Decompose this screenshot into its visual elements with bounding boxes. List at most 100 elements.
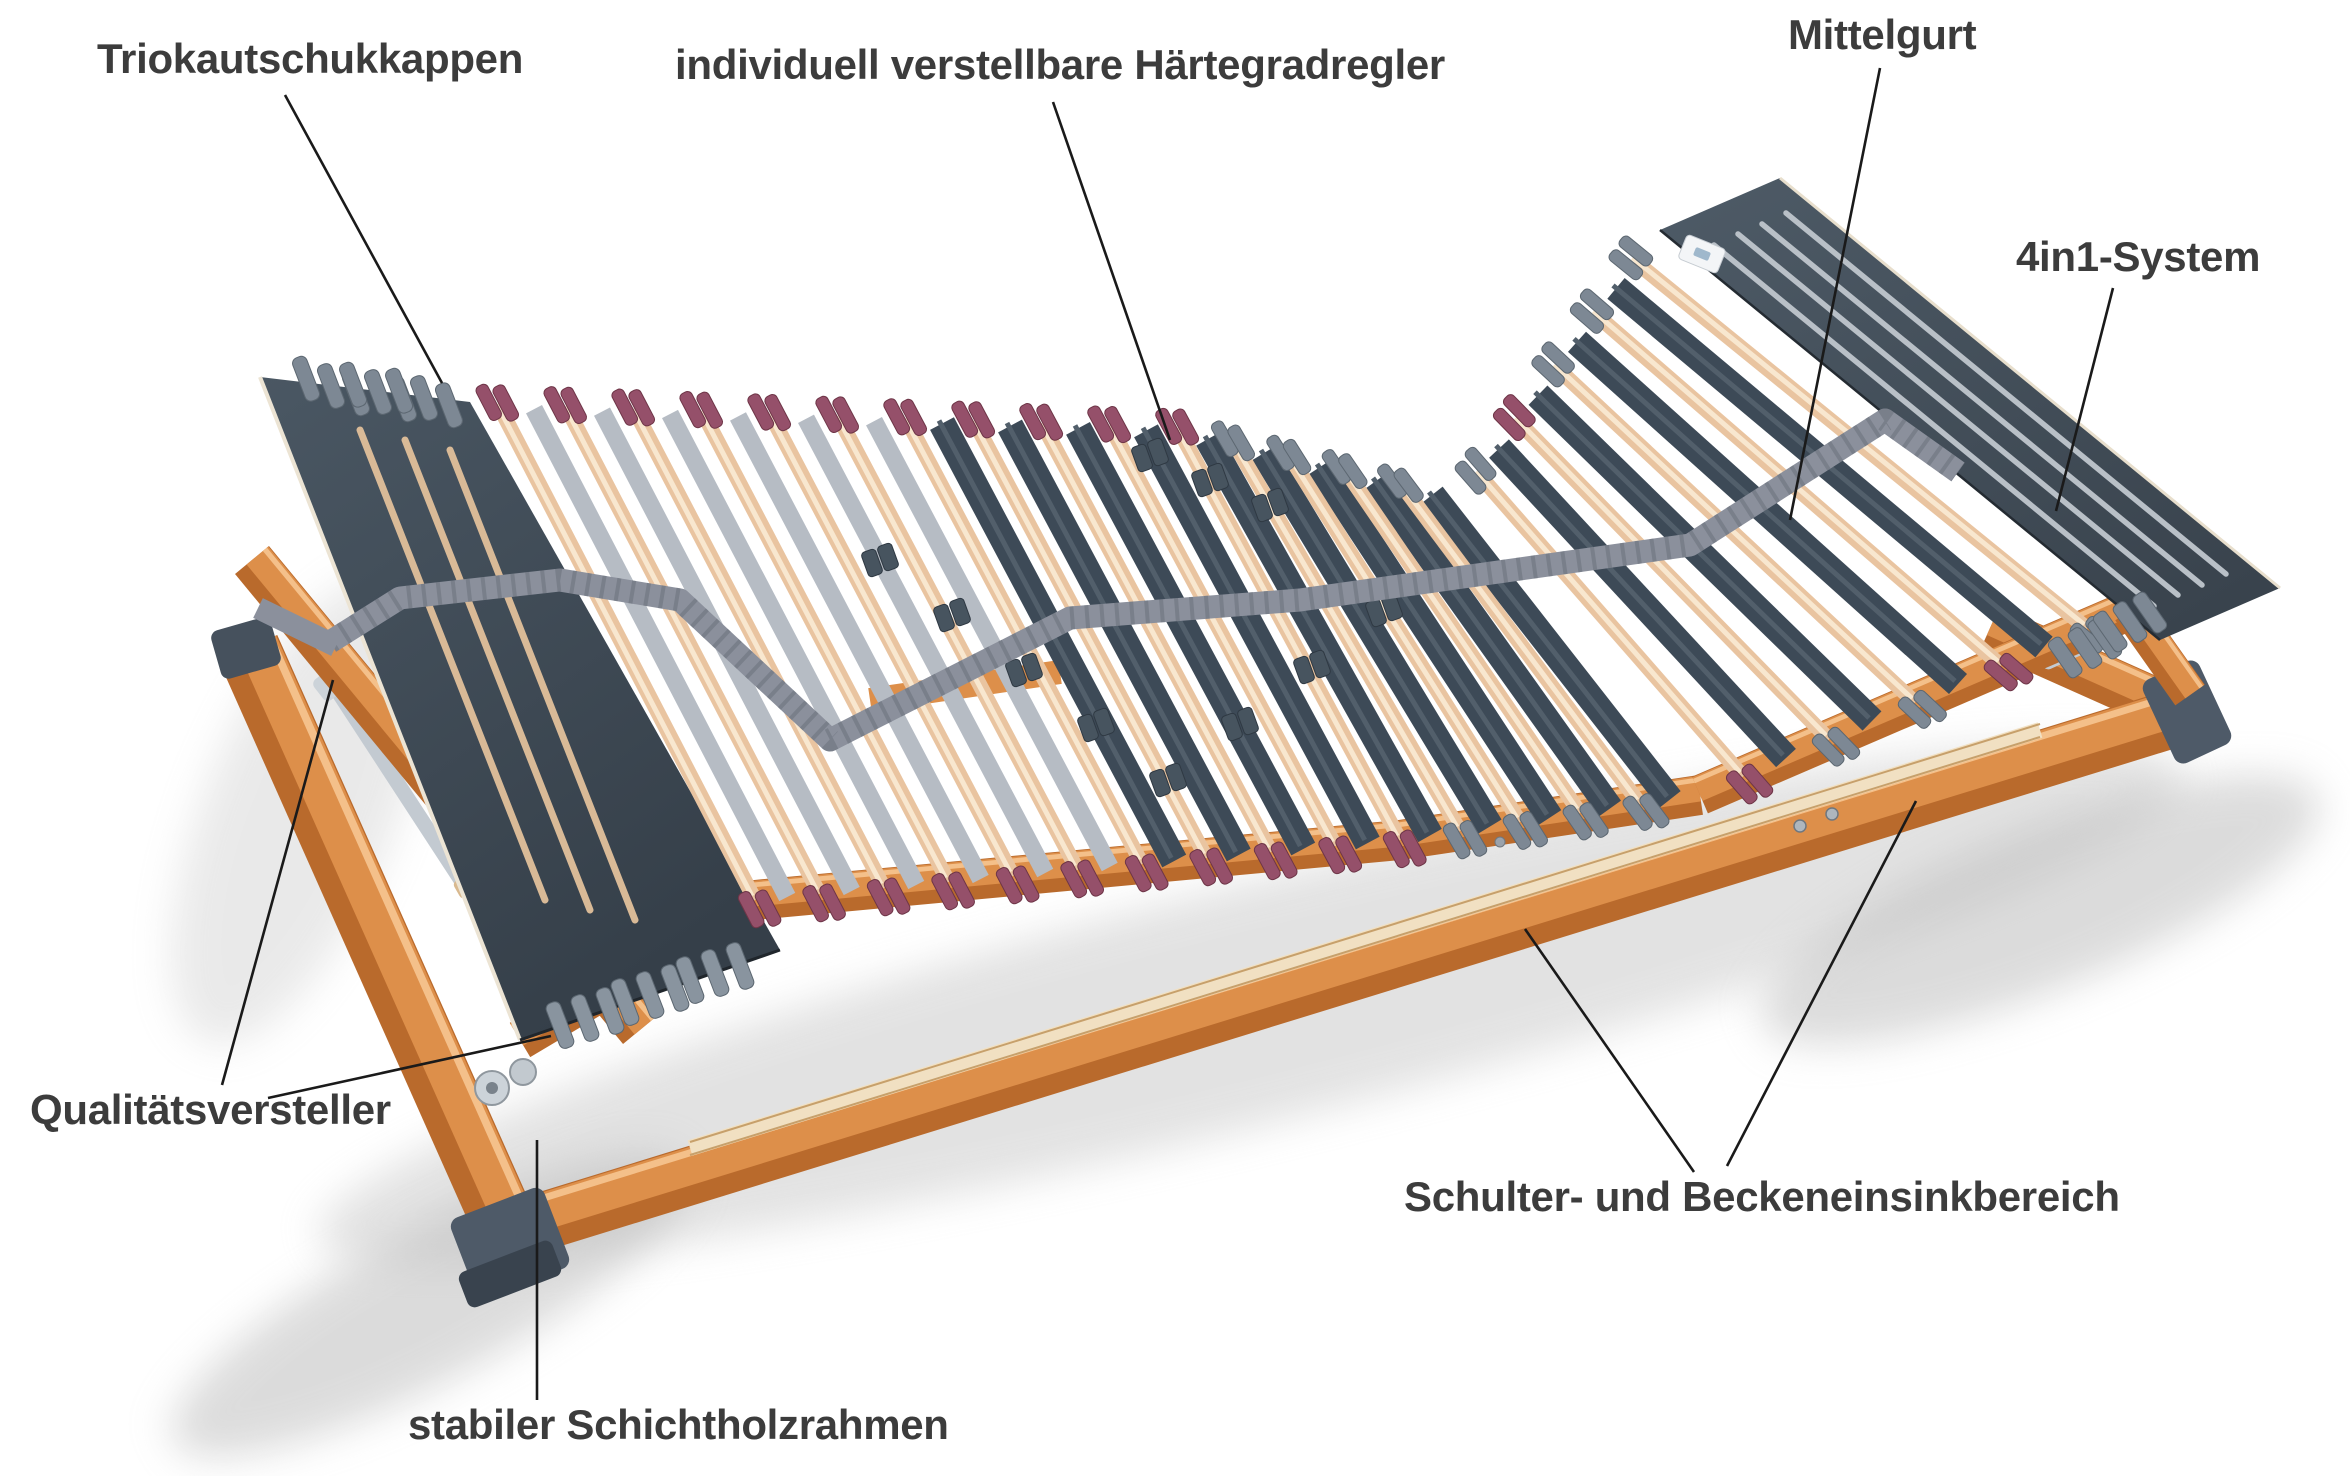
slat-cap <box>1741 763 1774 798</box>
slat-cap <box>1227 424 1256 462</box>
slat-cap <box>1531 355 1565 388</box>
slat-cap <box>968 401 996 439</box>
label-4in1-system: 4in1-System <box>2016 233 2261 280</box>
leader-mittelgurt <box>1788 67 1882 521</box>
slat-cap <box>951 400 979 438</box>
gray-underslat <box>866 416 1118 872</box>
slat-cap <box>1335 835 1363 873</box>
slat-cap <box>1036 403 1064 441</box>
slat-cap <box>1569 302 1605 334</box>
slat-cap <box>475 383 503 421</box>
slat-cap <box>1913 689 1947 723</box>
slat-cap <box>866 879 894 917</box>
leader-haertegradregler <box>1051 101 1172 441</box>
slat-cap <box>1338 453 1368 490</box>
foot-panel-slot <box>1783 210 2229 577</box>
slat-cap <box>1206 847 1234 885</box>
slat-cap <box>1579 802 1609 838</box>
firmness-slider <box>1293 649 1331 685</box>
slat-cap <box>819 883 846 921</box>
slat-cap <box>802 885 829 923</box>
slat-cap <box>1897 696 1932 729</box>
slat-cap <box>737 891 765 929</box>
slat-cap <box>1622 795 1653 831</box>
firmness-slider <box>933 597 971 633</box>
slat-cap <box>543 386 571 424</box>
slat-cap <box>832 396 860 434</box>
head-panel-slot <box>446 446 639 924</box>
label-qualitaetsversteller: Qualitätsversteller <box>30 1086 391 1133</box>
foot-panel-slot <box>1759 221 2205 588</box>
slat-cap <box>1983 659 2018 692</box>
firmness-slider <box>1221 706 1259 742</box>
trio-caps-top <box>292 355 463 429</box>
slat-cap <box>1382 831 1410 869</box>
leader-triokautschukkappen <box>283 94 444 384</box>
firmness-slider <box>1131 437 1169 473</box>
slat-cap <box>900 398 928 436</box>
slat-cap <box>1579 288 1615 321</box>
slat-cap <box>1999 652 2034 685</box>
slat-cap <box>1608 249 1644 281</box>
slat-cap <box>1519 811 1548 848</box>
slat-cap <box>1012 865 1040 903</box>
slat-cap <box>754 889 782 927</box>
slat-cap <box>1282 438 1312 476</box>
gray-underslat <box>730 412 989 884</box>
slat-cap <box>679 390 707 429</box>
slat-cap <box>1124 855 1152 893</box>
slat-cap <box>1562 804 1592 841</box>
slat-cap <box>1270 841 1298 879</box>
head-panel <box>258 355 781 1049</box>
slat-cap <box>1077 859 1104 897</box>
laminate-strip <box>687 722 2043 1156</box>
slat-cap <box>948 871 975 909</box>
slat-deck <box>475 235 2120 929</box>
slat-cap <box>1399 829 1427 867</box>
slat-cap <box>1104 406 1132 444</box>
slat-cap <box>1492 407 1526 442</box>
firmness-sliders <box>861 437 1403 798</box>
slat-cap <box>1827 726 1861 760</box>
slat-cap <box>1141 853 1169 891</box>
firmness-slider <box>1191 462 1229 498</box>
slat-cap <box>1502 394 1536 428</box>
gray-underslat <box>526 405 796 902</box>
label-einsinkbereich: Schulter- und Beckeneinsinkbereich <box>1404 1173 2120 1220</box>
foot-panel-slot <box>1711 242 2157 609</box>
slat-cap <box>560 386 588 424</box>
firmness-slider <box>861 542 899 578</box>
firmness-slider <box>1251 487 1289 523</box>
mittelgurt-strap <box>253 408 1965 752</box>
trio-caps-bottom <box>545 942 755 1049</box>
label-triokautschukkappen: Triokautschukkappen <box>97 35 524 82</box>
slat-cap <box>815 395 843 433</box>
product-label-tag <box>1678 234 1726 274</box>
slat-cap <box>995 867 1023 905</box>
leader-lines <box>220 67 2115 1400</box>
slat-cap <box>1393 467 1424 503</box>
label-haertegradregler: individuell verstellbare Härtegradregler <box>675 41 1445 88</box>
slat-cap <box>1464 446 1497 481</box>
slat-cap <box>492 384 520 422</box>
slat-cap <box>883 877 911 915</box>
head-panel-slot <box>401 436 594 914</box>
slat-cap <box>611 388 639 426</box>
slat-cap <box>1172 408 1200 446</box>
leader-4in1-system <box>2054 287 2115 512</box>
gray-underslat <box>662 409 925 890</box>
slat-cap <box>1253 843 1281 881</box>
slat-cap <box>696 391 724 429</box>
slat-cap <box>931 873 959 911</box>
slat-cap <box>628 389 656 427</box>
slat-cap <box>764 393 792 432</box>
foot-panel-caps <box>2047 591 2168 679</box>
slat-cap <box>1541 341 1575 374</box>
slat-cap <box>1019 403 1047 441</box>
slat-cap <box>1725 770 1758 805</box>
slat-cap <box>1502 813 1532 850</box>
slat-cap <box>1811 733 1845 767</box>
label-schichtholzrahmen: stabiler Schichtholzrahmen <box>408 1401 949 1448</box>
